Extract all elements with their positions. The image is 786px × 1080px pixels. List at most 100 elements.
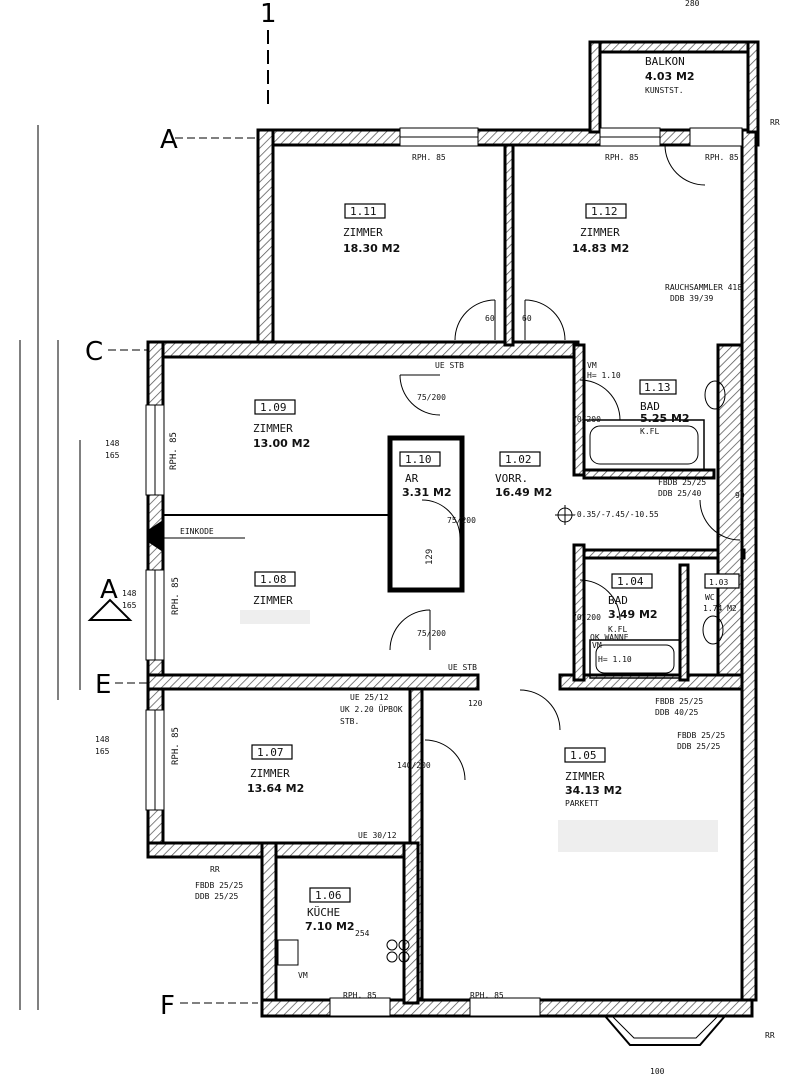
svg-text:FBDB 25/25: FBDB 25/25 bbox=[655, 697, 703, 706]
room-1-05: 1.05 ZIMMER 34.13 M2 PARKETT bbox=[564, 747, 622, 808]
room-1-13: 1.13 BAD 5.25 M2 K.FL bbox=[639, 379, 690, 436]
svg-text:H= 1.10: H= 1.10 bbox=[587, 371, 621, 380]
svg-text:DDB 25/25: DDB 25/25 bbox=[195, 892, 239, 901]
fixtures bbox=[148, 380, 726, 966]
balcony: BALKON 4.03 M2 KUNSTST. bbox=[645, 55, 695, 95]
svg-text:RPH. 85: RPH. 85 bbox=[412, 153, 446, 162]
section-marker-icon bbox=[87, 598, 133, 621]
svg-text:H= 1.10: H= 1.10 bbox=[598, 655, 632, 664]
room-1-10: 1.10 AR 3.31 M2 bbox=[399, 451, 452, 499]
svg-text:PARKETT: PARKETT bbox=[565, 799, 599, 808]
grid-lines bbox=[19, 30, 269, 1010]
svg-text:1.11: 1.11 bbox=[350, 205, 377, 218]
room-1-11: 1.11 ZIMMER 18.30 M2 bbox=[343, 203, 400, 255]
svg-text:4.03 M2: 4.03 M2 bbox=[645, 70, 695, 83]
svg-text:100: 100 bbox=[650, 1067, 665, 1076]
room-1-07: 1.07 ZIMMER 13.64 M2 bbox=[247, 744, 304, 795]
section-label-a: A bbox=[100, 575, 118, 605]
svg-text:VM: VM bbox=[592, 641, 602, 650]
inner-walls bbox=[163, 143, 746, 1005]
svg-text:ZIMMER: ZIMMER bbox=[565, 770, 605, 783]
svg-text:UE STB: UE STB bbox=[448, 663, 477, 672]
svg-text:K.FL: K.FL bbox=[640, 427, 659, 436]
door-swings bbox=[389, 144, 741, 781]
svg-text:148: 148 bbox=[95, 735, 110, 744]
svg-text:RR: RR bbox=[765, 1031, 775, 1040]
axis-label-a: A bbox=[160, 125, 178, 155]
svg-text:1.02: 1.02 bbox=[505, 453, 532, 466]
svg-text:UE 25/12: UE 25/12 bbox=[350, 693, 389, 702]
svg-text:VM: VM bbox=[587, 361, 597, 370]
svg-text:DDB 25/25: DDB 25/25 bbox=[677, 742, 721, 751]
axis-label-f: F bbox=[160, 991, 175, 1021]
svg-text:FBDB 25/25: FBDB 25/25 bbox=[658, 478, 706, 487]
svg-text:UE STB: UE STB bbox=[435, 361, 464, 370]
svg-text:VM: VM bbox=[298, 971, 308, 980]
svg-text:34.13 M2: 34.13 M2 bbox=[565, 784, 622, 797]
svg-text:1.06: 1.06 bbox=[315, 889, 342, 902]
windows bbox=[145, 127, 743, 1046]
svg-text:1.09: 1.09 bbox=[260, 401, 287, 414]
svg-text:70/200: 70/200 bbox=[572, 415, 601, 424]
svg-text:90: 90 bbox=[735, 491, 745, 500]
svg-text:16.49 M2: 16.49 M2 bbox=[495, 486, 552, 499]
svg-text:165: 165 bbox=[95, 747, 110, 756]
svg-text:RPH. 85: RPH. 85 bbox=[171, 577, 181, 615]
svg-text:129: 129 bbox=[425, 549, 435, 565]
svg-text:1.04: 1.04 bbox=[617, 575, 644, 588]
svg-text:1.08: 1.08 bbox=[260, 573, 287, 586]
svg-text:254: 254 bbox=[355, 929, 370, 938]
svg-text:OK WANNE: OK WANNE bbox=[590, 633, 629, 642]
svg-text:FBDB 25/25: FBDB 25/25 bbox=[677, 731, 725, 740]
svg-text:DDB 25/40: DDB 25/40 bbox=[658, 489, 702, 498]
svg-text:165: 165 bbox=[105, 451, 120, 460]
svg-text:RPH. 85: RPH. 85 bbox=[605, 153, 639, 162]
svg-text:-0.35/-7.45/-10.55: -0.35/-7.45/-10.55 bbox=[572, 510, 659, 519]
svg-text:RAUCHSAMMLER 418: RAUCHSAMMLER 418 bbox=[665, 283, 742, 292]
svg-text:13.00 M2: 13.00 M2 bbox=[253, 437, 310, 450]
svg-text:VORR.: VORR. bbox=[495, 472, 528, 485]
svg-text:75/200: 75/200 bbox=[417, 393, 446, 402]
svg-text:1.74 M2: 1.74 M2 bbox=[703, 604, 737, 613]
svg-text:RPH. 85: RPH. 85 bbox=[705, 153, 739, 162]
svg-text:18.30 M2: 18.30 M2 bbox=[343, 242, 400, 255]
svg-text:UK 2.20 ÜPBOK: UK 2.20 ÜPBOK bbox=[340, 704, 403, 714]
svg-text:7.10 M2: 7.10 M2 bbox=[305, 920, 355, 933]
room-1-04: 1.04 BAD 3.49 M2 K.FL bbox=[608, 573, 658, 634]
svg-text:AR: AR bbox=[405, 472, 419, 485]
svg-text:BALKON: BALKON bbox=[645, 55, 685, 68]
svg-text:K.FL: K.FL bbox=[608, 625, 627, 634]
svg-text:75/200: 75/200 bbox=[417, 629, 446, 638]
svg-text:ZIMMER: ZIMMER bbox=[253, 594, 293, 607]
room-1-09: 1.09 ZIMMER 13.00 M2 bbox=[253, 399, 310, 450]
svg-text:BAD: BAD bbox=[608, 594, 628, 607]
svg-text:165: 165 bbox=[122, 601, 137, 610]
svg-text:STB.: STB. bbox=[340, 717, 359, 726]
svg-text:RR: RR bbox=[770, 118, 780, 127]
redacted-area bbox=[558, 820, 718, 852]
svg-text:5.25 M2: 5.25 M2 bbox=[640, 412, 690, 425]
svg-text:ZIMMER: ZIMMER bbox=[343, 226, 383, 239]
svg-text:ZIMMER: ZIMMER bbox=[580, 226, 620, 239]
svg-text:1.12: 1.12 bbox=[591, 205, 618, 218]
svg-text:60: 60 bbox=[522, 314, 532, 323]
svg-text:RPH. 85: RPH. 85 bbox=[169, 432, 179, 470]
room-1-03: 1.03 WC 1.74 M2 bbox=[703, 573, 740, 613]
svg-text:1.03: 1.03 bbox=[709, 578, 728, 587]
svg-text:148: 148 bbox=[105, 439, 120, 448]
svg-text:KÜCHE: KÜCHE bbox=[307, 906, 340, 919]
svg-text:UE 30/12: UE 30/12 bbox=[358, 831, 397, 840]
svg-text:70/200: 70/200 bbox=[572, 613, 601, 622]
svg-text:RR: RR bbox=[210, 865, 220, 874]
svg-text:1.10: 1.10 bbox=[405, 453, 432, 466]
room-1-08: 1.08 ZIMMER bbox=[253, 571, 296, 607]
svg-text:280: 280 bbox=[685, 0, 700, 8]
svg-text:DDB 40/25: DDB 40/25 bbox=[655, 708, 699, 717]
svg-text:120: 120 bbox=[468, 699, 483, 708]
svg-text:RPH. 85: RPH. 85 bbox=[171, 727, 181, 765]
svg-text:ZIMMER: ZIMMER bbox=[250, 767, 290, 780]
svg-text:KUNSTST.: KUNSTST. bbox=[645, 86, 684, 95]
svg-text:RPH. 85: RPH. 85 bbox=[470, 991, 504, 1000]
svg-text:75/200: 75/200 bbox=[447, 516, 476, 525]
svg-text:14.83 M2: 14.83 M2 bbox=[572, 242, 629, 255]
